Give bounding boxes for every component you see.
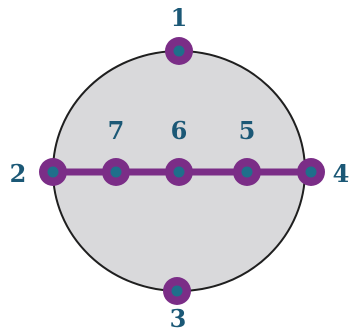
node-label-2: 2 xyxy=(10,159,27,188)
node-label-1: 1 xyxy=(171,3,188,32)
node-2-center xyxy=(47,166,59,178)
node-label-6: 6 xyxy=(171,116,188,145)
label-layer: 1 2 3 4 5 6 7 xyxy=(10,3,350,333)
node-7-center xyxy=(110,166,122,178)
node-3-center xyxy=(171,285,183,297)
node-layer xyxy=(39,37,325,305)
node-4-center xyxy=(305,166,317,178)
node-label-3: 3 xyxy=(170,304,187,333)
node-1-center xyxy=(173,45,185,57)
node-label-4: 4 xyxy=(333,159,350,188)
node-6-center xyxy=(173,166,185,178)
node-label-5: 5 xyxy=(239,116,256,145)
node-label-7: 7 xyxy=(108,116,125,145)
node-5-center xyxy=(241,166,253,178)
